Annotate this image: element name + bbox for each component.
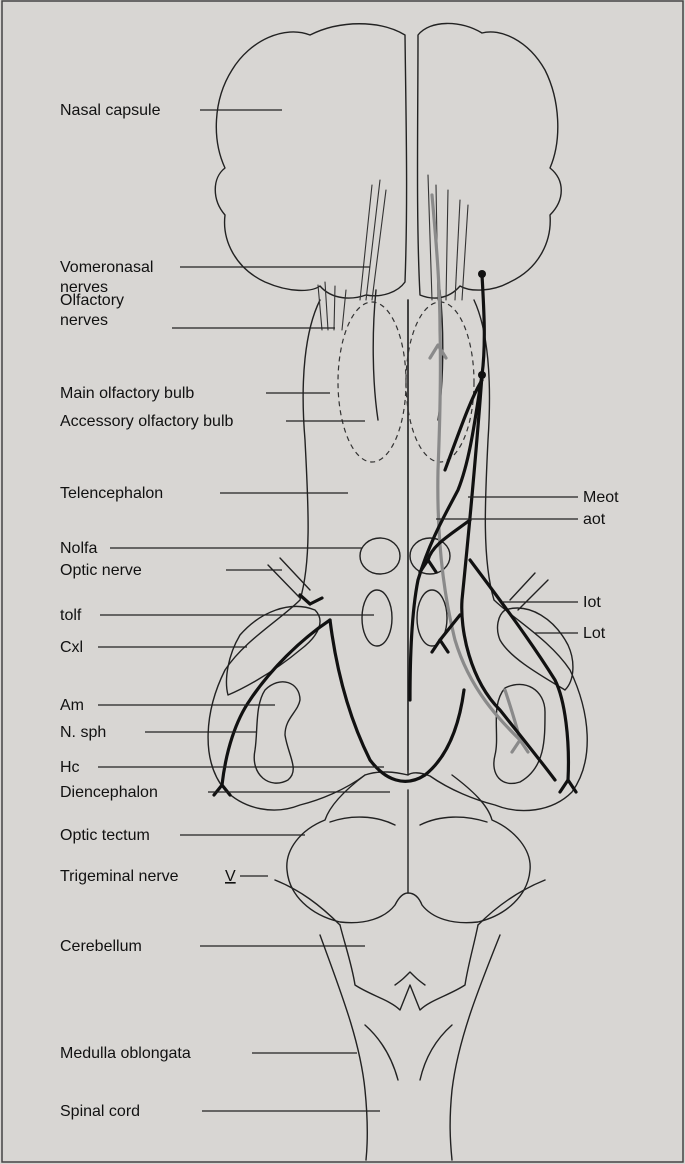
label-olfactory-line2: nerves <box>60 312 108 329</box>
label-olfactory-line1: Olfactory <box>60 292 124 309</box>
gray-tract-fork <box>430 345 446 358</box>
right-nasal-nerve-3 <box>446 190 448 300</box>
nasal-nerves <box>318 175 468 330</box>
label-n-sph: N. sph <box>60 724 106 741</box>
black-tract-right-lateral <box>470 560 568 780</box>
label-main-olfactory-bulb: Main olfactory bulb <box>60 385 194 402</box>
label-nolfa: Nolfa <box>60 540 97 557</box>
labels: Nasal capsule Vomeronasal nerves Olfacto… <box>60 102 619 1120</box>
vomeronasal-node-mid <box>478 371 486 379</box>
black-tract-left-lateral <box>222 620 330 785</box>
label-aot: aot <box>583 511 606 528</box>
medulla-left-edge <box>320 935 367 1160</box>
black-tract-left-end <box>214 785 230 795</box>
left-inner-lobe <box>362 590 392 646</box>
vomeronasal-node-top <box>478 270 486 278</box>
medulla-right-edge <box>450 935 500 1160</box>
label-accessory-olfactory-bulb: Accessory olfactory bulb <box>60 413 234 430</box>
label-meot: Meot <box>583 489 619 506</box>
label-am: Am <box>60 697 84 714</box>
left-optic-nerve <box>268 558 310 598</box>
label-telencephalon: Telencephalon <box>60 485 163 502</box>
label-medulla-oblongata: Medulla oblongata <box>60 1045 191 1062</box>
label-optic-nerve: Optic nerve <box>60 562 142 579</box>
right-optic-nerve <box>510 573 548 610</box>
black-tract-left-optic <box>300 595 322 604</box>
olfactory-nerve-4 <box>342 290 346 330</box>
vomeronasal-nerve-2 <box>366 180 380 300</box>
left-trigeminal-nerve <box>275 880 340 925</box>
brain-outline <box>208 23 587 1160</box>
black-tract-right-end <box>560 780 576 792</box>
left-hemisphere-outline <box>208 300 408 810</box>
label-optic-tectum: Optic tectum <box>60 827 150 844</box>
optic-tectum-right-crease <box>420 817 487 825</box>
medulla-right-inner <box>420 1025 452 1080</box>
left-nolfa <box>360 538 400 574</box>
vomeronasal-nerve-1 <box>360 185 372 300</box>
left-main-olfactory-bulb <box>338 302 406 462</box>
label-tolf: tolf <box>60 607 82 624</box>
optic-tectum-left-crease <box>330 817 395 825</box>
label-hc: Hc <box>60 759 80 776</box>
label-cerebellum: Cerebellum <box>60 938 142 955</box>
label-trigeminal-nerve: Trigeminal nerve <box>60 868 179 885</box>
label-diencephalon: Diencephalon <box>60 784 158 801</box>
olfactory-nerve-1 <box>318 285 322 330</box>
vomeronasal-nerve-3 <box>372 190 386 300</box>
olfactory-bulb-divider <box>373 290 378 420</box>
label-vomeronasal-line1: Vomeronasal <box>60 259 153 276</box>
label-trigeminal-numeral: V <box>225 868 236 885</box>
black-tract-mid-inner <box>432 640 448 652</box>
black-tract-right-descend <box>462 375 555 780</box>
right-nasal-nerve-5 <box>462 205 468 300</box>
medulla-left-inner <box>365 1025 398 1080</box>
right-hemisphere-outline <box>408 300 587 811</box>
label-spinal-cord: Spinal cord <box>60 1103 140 1120</box>
cerebellum-outline <box>340 925 478 1010</box>
right-nasal-capsule-outline <box>418 23 562 298</box>
label-cxl: Cxl <box>60 639 83 656</box>
left-amygdala-shape <box>254 682 300 783</box>
olfactory-nerve-3 <box>334 286 335 330</box>
olfactory-nerve-2 <box>325 282 328 330</box>
label-nasal-capsule: Nasal capsule <box>60 102 161 119</box>
label-iot: Iot <box>583 594 601 611</box>
right-nasal-nerve-4 <box>455 200 460 300</box>
label-lot: Lot <box>583 625 606 642</box>
cerebellum-notch <box>395 972 425 985</box>
